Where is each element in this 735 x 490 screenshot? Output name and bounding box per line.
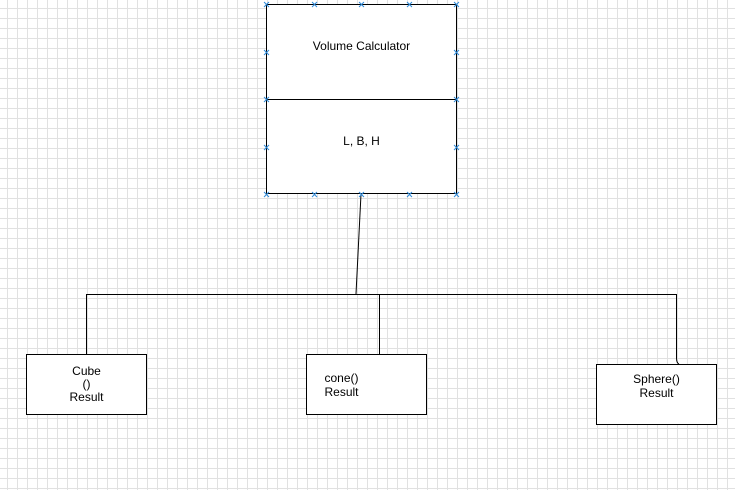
selection-handle-icon[interactable] bbox=[264, 145, 269, 150]
cube-box-text: Cube () Result bbox=[27, 355, 146, 414]
selection-handle-icon[interactable] bbox=[454, 2, 459, 7]
selection-handle-icon[interactable] bbox=[264, 50, 269, 55]
sphere-branch-connector[interactable] bbox=[676, 294, 680, 365]
volume-calculator-params-box[interactable]: L, B, H bbox=[266, 99, 457, 194]
selection-handle-icon[interactable] bbox=[359, 192, 364, 197]
volume-calculator-params: L, B, H bbox=[343, 134, 380, 148]
trunk-connector[interactable] bbox=[355, 193, 362, 295]
selection-handle-icon[interactable] bbox=[454, 145, 459, 150]
sphere-box-line: Result bbox=[639, 386, 674, 400]
selection-handle-icon[interactable] bbox=[312, 2, 317, 7]
sphere-box-text: Sphere() Result bbox=[597, 365, 716, 424]
volume-calculator-title-box[interactable]: Volume Calculator bbox=[266, 4, 457, 100]
selection-handle-icon[interactable] bbox=[312, 192, 317, 197]
cone-box[interactable]: cone() Result bbox=[306, 354, 427, 415]
selection-handle-icon[interactable] bbox=[264, 2, 269, 7]
cone-box-line: cone() bbox=[324, 370, 359, 385]
selection-handle-icon[interactable] bbox=[264, 192, 269, 197]
volume-calculator-title: Volume Calculator bbox=[312, 39, 411, 53]
sphere-box-line: Sphere() bbox=[633, 372, 680, 386]
cube-box[interactable]: Cube () Result bbox=[26, 354, 147, 415]
selection-handle-icon[interactable] bbox=[454, 97, 459, 102]
selection-handle-icon[interactable] bbox=[454, 192, 459, 197]
cube-box-line: Result bbox=[69, 390, 104, 404]
cube-box-line: () bbox=[82, 377, 91, 391]
cone-box-line: Result bbox=[324, 384, 359, 399]
sphere-box[interactable]: Sphere() Result bbox=[596, 364, 717, 425]
selection-handle-icon[interactable] bbox=[407, 2, 412, 7]
selection-handle-icon[interactable] bbox=[359, 2, 364, 7]
selection-handle-icon[interactable] bbox=[264, 97, 269, 102]
cube-box-line: Cube bbox=[72, 364, 101, 378]
selection-handle-icon[interactable] bbox=[407, 192, 412, 197]
selection-handle-icon[interactable] bbox=[454, 50, 459, 55]
cone-box-text: cone() Result bbox=[307, 355, 426, 414]
